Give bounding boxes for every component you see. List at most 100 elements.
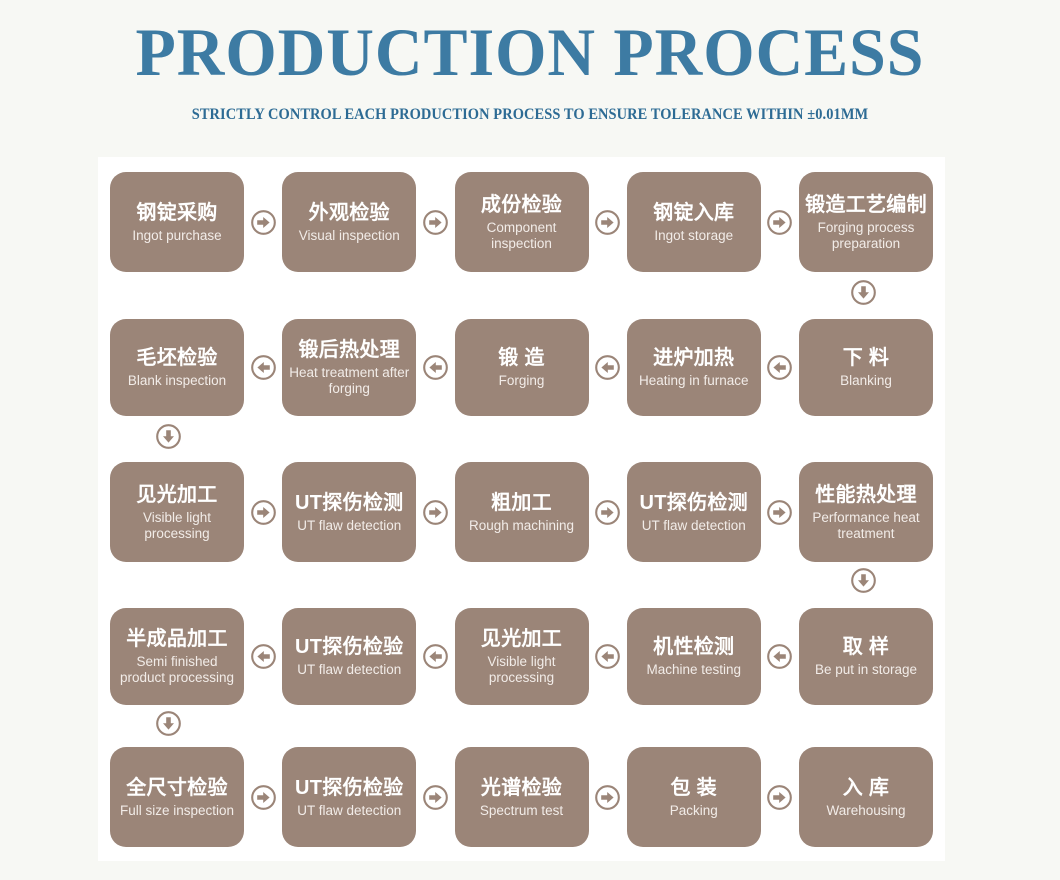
process-step-box[interactable]: 进炉加热 Heating in furnace — [626, 318, 761, 416]
process-step-box[interactable]: 性能热处理 Performance heat treatment — [799, 462, 933, 562]
step-label-en: Visible light processing — [142, 509, 212, 541]
arrow-right-circle-icon — [594, 784, 621, 811]
step-label-en: Be put in storage — [814, 661, 918, 677]
process-step-box[interactable]: 粗加工 Rough machining — [454, 462, 589, 562]
step-label-cn: 毛坯检验 — [136, 346, 218, 369]
process-step-box[interactable]: 全尺寸检验 Full size inspection — [110, 747, 244, 847]
arrow-left-circle-icon — [766, 643, 793, 670]
arrow-right-circle-icon — [594, 499, 621, 526]
step-label-en: Heating in furnace — [638, 372, 749, 388]
process-step-box[interactable]: 下 料 Blanking — [799, 318, 933, 416]
arrow-right-circle-icon — [766, 499, 793, 526]
arrow-left-circle-icon — [250, 354, 277, 381]
arrow-left-circle-icon — [594, 354, 621, 381]
process-step-box[interactable]: 锻造工艺编制 Forging process preparation — [799, 172, 933, 272]
arrow-down-circle-icon — [850, 567, 877, 594]
process-step-box[interactable]: 钢锭入库 Ingot storage — [626, 172, 761, 272]
arrow-down-circle-icon — [850, 279, 877, 306]
step-label-cn: 见光加工 — [136, 483, 218, 506]
step-label-en: UT flaw detection — [297, 802, 402, 818]
step-label-cn: 入 库 — [842, 776, 890, 799]
arrow-right-circle-icon — [422, 209, 449, 236]
process-step-box[interactable]: 见光加工 Visible light processing — [110, 462, 244, 562]
process-step-box[interactable]: 半成品加工 Semi finished product processing — [110, 607, 244, 705]
arrow-right-circle-icon — [766, 209, 793, 236]
process-row-4: 半成品加工 Semi finished product processing UT探… — [110, 606, 933, 706]
step-label-cn: 半成品加工 — [126, 627, 228, 650]
arrow-right-circle-icon — [422, 499, 449, 526]
step-label-cn: 机性检测 — [653, 635, 735, 658]
process-step-box[interactable]: 见光加工 Visible light processing — [454, 607, 589, 705]
step-label-en: Component inspection — [486, 219, 557, 251]
step-label-en: Ingot purchase — [132, 227, 222, 243]
process-row-5: 全尺寸检验 Full size inspection UT探伤检验 UT flaw d… — [110, 747, 933, 847]
step-label-en: Ingot storage — [654, 227, 734, 243]
process-step-box[interactable]: 包 装 Packing — [626, 747, 761, 847]
step-label-cn: 全尺寸检验 — [126, 776, 228, 799]
step-label-cn: 见光加工 — [480, 627, 563, 650]
step-label-cn: 外观检验 — [308, 201, 390, 224]
arrow-right-circle-icon — [250, 499, 277, 526]
step-label-cn: 锻造工艺编制 — [805, 193, 927, 216]
arrow-left-circle-icon — [422, 643, 449, 670]
step-label-cn: 取 样 — [842, 635, 890, 658]
arrow-right-circle-icon — [594, 209, 621, 236]
arrow-left-circle-icon — [250, 643, 277, 670]
step-label-en: Machine testing — [646, 661, 742, 677]
page-header: PRODUCTION PROCESS STRICTLY CONTROL EACH… — [0, 0, 1060, 148]
process-step-box[interactable]: UT探伤检测 UT flaw detection — [626, 462, 761, 562]
arrow-left-circle-icon — [422, 354, 449, 381]
step-label-en: Visual inspection — [298, 227, 400, 243]
step-label-cn: 下 料 — [842, 346, 890, 369]
step-label-en: UT flaw detection — [297, 517, 402, 533]
arrow-left-circle-icon — [766, 354, 793, 381]
process-step-box[interactable]: 钢锭采购 Ingot purchase — [110, 172, 244, 272]
step-label-en: Full size inspection — [119, 802, 235, 818]
arrow-right-circle-icon — [250, 209, 277, 236]
step-label-cn: 进炉加热 — [653, 346, 735, 369]
arrow-down-circle-icon — [155, 423, 182, 450]
step-label-cn: UT探伤检验 — [295, 776, 404, 799]
step-label-cn: 锻 造 — [498, 346, 545, 369]
step-label-cn: UT探伤检测 — [639, 491, 748, 514]
step-label-en: Blanking — [840, 372, 892, 388]
process-row-3: 见光加工 Visible light processing UT探伤检测 UT fla… — [110, 462, 933, 562]
step-label-cn: 锻后热处理 — [298, 338, 400, 361]
arrow-right-circle-icon — [250, 784, 277, 811]
process-row-1: 钢锭采购 Ingot purchase 外观检验 Visual inspection 成… — [110, 172, 933, 272]
process-step-box[interactable]: UT探伤检验 UT flaw detection — [282, 747, 417, 847]
step-label-cn: 粗加工 — [491, 491, 552, 514]
process-flow-panel: 钢锭采购 Ingot purchase 外观检验 Visual inspection 成… — [98, 157, 945, 861]
step-label-en: UT flaw detection — [641, 517, 746, 533]
process-step-box[interactable]: 外观检验 Visual inspection — [282, 172, 417, 272]
page-subtitle: STRICTLY CONTROL EACH PRODUCTION PROCESS… — [191, 106, 869, 123]
step-label-en: Packing — [669, 802, 718, 818]
step-label-cn: 光谱检验 — [480, 776, 563, 799]
step-label-en: UT flaw detection — [297, 661, 402, 677]
step-label-cn: 包 装 — [670, 776, 717, 799]
arrow-left-circle-icon — [594, 643, 621, 670]
process-step-box[interactable]: 毛坯检验 Blank inspection — [110, 318, 244, 416]
step-label-en: Forging process preparation — [817, 219, 915, 251]
arrow-right-circle-icon — [766, 784, 793, 811]
step-label-cn: 钢锭采购 — [136, 201, 218, 224]
step-label-en: Warehousing — [826, 802, 906, 818]
process-step-box[interactable]: 机性检测 Machine testing — [626, 607, 761, 705]
process-step-box[interactable]: 入 库 Warehousing — [799, 747, 933, 847]
step-label-en: Performance heat treatment — [812, 509, 920, 541]
page-title: PRODUCTION PROCESS — [135, 14, 925, 90]
step-label-cn: 性能热处理 — [815, 483, 917, 506]
step-label-en: Visible light processing — [487, 653, 556, 685]
process-step-box[interactable]: 取 样 Be put in storage — [799, 607, 933, 705]
step-label-en: Semi finished product processing — [119, 653, 235, 685]
step-label-cn: 钢锭入库 — [653, 201, 735, 224]
step-label-en: Blank inspection — [127, 372, 227, 388]
step-label-en: Rough machining — [468, 517, 575, 533]
